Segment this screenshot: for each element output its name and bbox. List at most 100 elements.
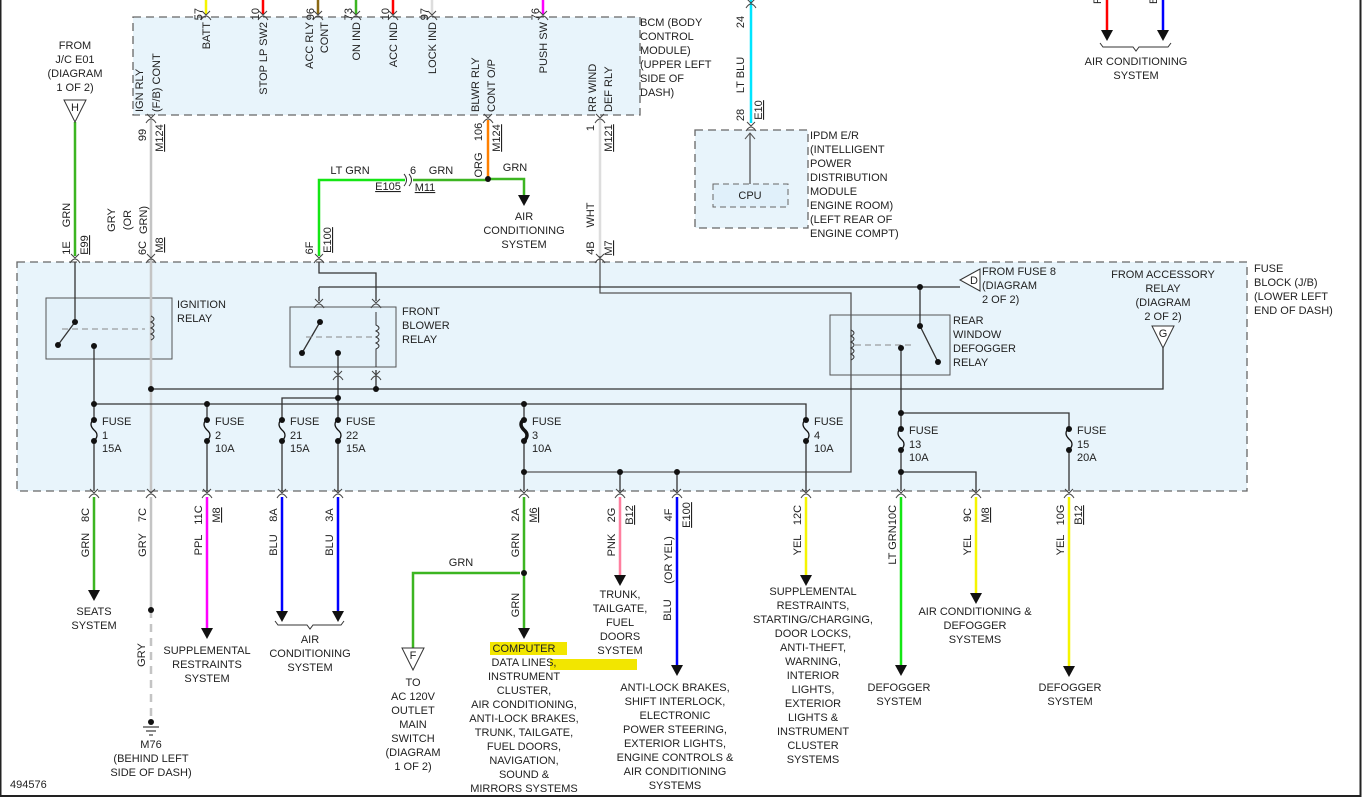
wire (151, 348, 1164, 390)
wire-color-gry: GRN) (138, 206, 150, 234)
output-wire-color: GRN (510, 533, 522, 558)
dest-defogger-1-line: SYSTEM (876, 696, 921, 708)
arrow-icon (88, 590, 100, 601)
from-fuse8-label-line: FROM FUSE 8 (982, 266, 1056, 278)
connector-icon (537, 10, 549, 21)
from-fuse8-label-line: (DIAGRAM (982, 280, 1037, 292)
wire (281, 397, 338, 491)
fuse-label: FUSE (346, 416, 375, 428)
bcm-circuit-label: BATT (201, 22, 213, 50)
dest-restraints-line: STARTING/CHARGING, (753, 614, 873, 626)
bcm-circuit-label: PUSH SW (538, 21, 550, 73)
splice-dot (521, 438, 527, 444)
splice-dot (204, 438, 210, 444)
connector-icon (671, 488, 683, 499)
jc-e01-label-line: J/C E01 (55, 54, 94, 66)
arrow-icon (276, 611, 288, 622)
connector-icon (1063, 488, 1075, 499)
bcm-circuit-label: ACC IND (388, 22, 400, 67)
fuse-icon (1065, 427, 1073, 451)
connector-icon (88, 488, 100, 499)
dest-restraints-line: WARNING, (785, 656, 841, 668)
fuse-rating: 15A (290, 443, 310, 455)
wire (57, 321, 76, 346)
output-connector: M6 (528, 507, 540, 522)
ipdm-label-line: (LEFT REAR OF (810, 214, 893, 226)
connector-icon (201, 488, 213, 499)
ignition-relay-label-line: IGNITION (177, 299, 226, 311)
connector-icon (370, 370, 382, 381)
output-pin: 3A (324, 508, 336, 522)
connector-icon (312, 10, 324, 21)
pin-1e: 1E (61, 241, 73, 254)
connector-icon (257, 10, 269, 21)
arrow-icon (800, 575, 812, 586)
splice-dot (148, 386, 154, 392)
fuse-number: 21 (290, 430, 302, 442)
bcm-circuit-label: (F/B) CONT (151, 53, 163, 112)
pin-24: 24 (735, 16, 747, 28)
connector-icon (350, 10, 362, 21)
wire-color-grn: GRN (510, 593, 522, 618)
brace-icon (274, 620, 345, 630)
pin-1: 1 (585, 125, 597, 131)
flag-g-letter: G (1159, 328, 1168, 340)
output-connector: B12 (1073, 505, 1085, 525)
fuse-number: 3 (532, 430, 538, 442)
front-blower-relay-label-line: RELAY (402, 334, 438, 346)
ac-system-label-line: CONDITIONING (483, 225, 564, 237)
dest-restraints-line: CLUSTER (787, 740, 838, 752)
dest-defogger-2-line: DEFOGGER (1039, 682, 1102, 694)
fuse-rating: 10A (814, 443, 834, 455)
dest-computer-line: TRUNK, TAILGATE, (475, 727, 573, 739)
connector-icon (518, 488, 530, 499)
wire-grn-ac (488, 177, 526, 195)
wire-color-grn: GRN (503, 162, 528, 174)
output-pin: 10C (887, 505, 899, 525)
pin-6c: 6C (137, 241, 149, 255)
dest-abs-line: EXTERIOR LIGHTS, (624, 738, 726, 750)
output-wire-color: LT GRN (887, 525, 899, 564)
dest-trunk-line: TRUNK, (600, 589, 641, 601)
fuse-rating: 10A (532, 443, 552, 455)
conn-e99: E99 (79, 235, 91, 255)
bcm-circuit-label: DEF RLY (603, 66, 615, 112)
dest-ac-line: AIR (301, 634, 319, 646)
rear-defogger-relay-label-line: REAR (953, 315, 984, 327)
dest-computer-line: MIRRORS SYSTEMS (470, 783, 578, 795)
connector-icon (800, 488, 812, 499)
wire-color-grn: GRN (449, 557, 474, 569)
bcm-circuit-label: RR WIND (587, 64, 599, 112)
wires-layer (57, 0, 1165, 718)
arrow-icon (1063, 666, 1075, 677)
fuse-label: FUSE (102, 416, 131, 428)
dest-seats-line: SEATS (76, 606, 111, 618)
ipdm-label-line: ENGINE ROOM) (810, 200, 893, 212)
output-wire-color: BLU (268, 534, 280, 555)
splice-dot (72, 319, 78, 325)
splice-dot (204, 417, 210, 423)
dest-computer-line: DATA LINES, (491, 657, 556, 669)
connector-icon (145, 113, 157, 124)
wire-color-wht: WHT (585, 202, 597, 227)
arrow-icon (1157, 30, 1169, 41)
bcm-label-line: DASH) (640, 87, 674, 99)
dest-defogger-1-line: DEFOGGER (868, 682, 931, 694)
dest-computer-line: CLUSTER, (497, 685, 551, 697)
arrow-icon (201, 628, 213, 639)
dest-restraints-line: SUPPLEMENTAL (769, 586, 856, 598)
cpu-label: CPU (738, 190, 761, 202)
conn-e100: E100 (322, 227, 334, 253)
dest-abs-line: SHIFT INTERLOCK, (625, 696, 726, 708)
bcm-label-line: SIDE OF (640, 73, 684, 85)
dest-ac-outlet-line: OUTLET (391, 705, 435, 717)
dest-srs-line: SUPPLEMENTAL (163, 645, 250, 657)
coil-icon (374, 312, 380, 367)
inline-connector-icon (403, 173, 412, 187)
